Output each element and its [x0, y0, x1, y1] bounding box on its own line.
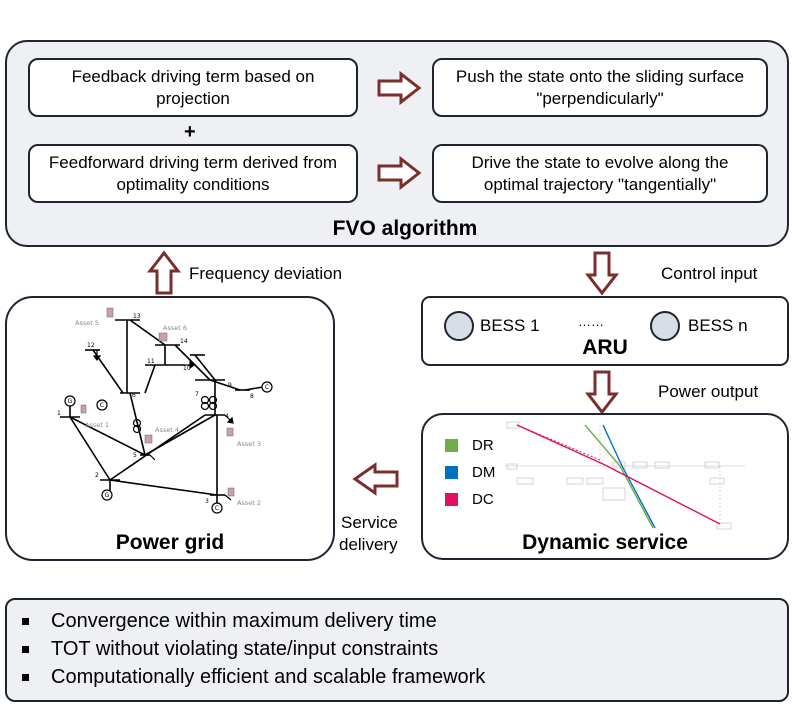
legend-dr: DR	[445, 437, 494, 454]
svg-text:2: 2	[95, 472, 99, 479]
aru-panel	[421, 296, 789, 366]
feedback-term-text: Feedback driving term based on projectio…	[71, 66, 315, 108]
svg-text:11: 11	[147, 358, 155, 365]
bullet-square-icon	[22, 617, 29, 625]
summary-bullet-2: TOT without violating state/input constr…	[22, 636, 438, 662]
bess-n-label: BESS n	[688, 316, 748, 335]
power-output-arrow-icon	[584, 370, 620, 415]
summary-bullet-3: Computationally efficient and scalable f…	[22, 664, 485, 690]
control-input-label: Control input	[661, 264, 758, 283]
svg-text:C: C	[265, 384, 269, 391]
legend-dm: DM	[445, 464, 495, 481]
asset-6-label: Asset 6	[163, 324, 187, 332]
power-grid-panel	[5, 296, 335, 561]
summary-bullet-1-text: Convergence within maximum delivery time	[51, 610, 437, 632]
bullet-square-icon	[22, 673, 29, 681]
push-state-box: Push the state onto the sliding surface …	[432, 58, 768, 117]
svg-text:G: G	[105, 492, 110, 499]
summary-panel	[5, 598, 789, 702]
bess-n-circle-icon	[650, 311, 680, 341]
svg-text:8: 8	[250, 393, 254, 400]
svg-text:13: 13	[133, 313, 141, 320]
svg-text:C: C	[100, 402, 104, 409]
asset-1-label: Asset 1	[85, 421, 109, 429]
feedback-term-box: Feedback driving term based on projectio…	[28, 58, 358, 117]
frequency-deviation-label: Frequency deviation	[189, 264, 343, 283]
svg-text:6: 6	[132, 392, 136, 399]
feedforward-term-text: Feedforward driving term derived from op…	[48, 152, 338, 194]
control-input-arrow-icon	[584, 251, 620, 296]
summary-bullet-1: Convergence within maximum delivery time	[22, 608, 437, 634]
power-grid-title: Power grid	[115, 531, 225, 554]
svg-text:3: 3	[205, 498, 209, 505]
feedforward-term-box: Feedforward driving term derived from op…	[28, 144, 358, 203]
legend-dr-label: DR	[472, 437, 494, 454]
bess-1-circle-icon	[444, 311, 474, 341]
bess-dots: ……	[578, 314, 604, 329]
svg-text:10: 10	[183, 365, 191, 372]
asset-2-label: Asset 2	[237, 499, 261, 507]
svg-text:G: G	[68, 398, 73, 405]
summary-bullet-3-text: Computationally efficient and scalable f…	[51, 666, 486, 688]
dynamic-service-chart	[505, 421, 745, 530]
aru-title: ARU	[582, 336, 628, 359]
svg-text:9: 9	[228, 382, 232, 389]
feedforward-to-drive-arrow-icon	[377, 155, 422, 191]
service-delivery-arrow-icon	[352, 462, 399, 496]
drive-state-text: Drive the state to evolve along the opti…	[471, 152, 729, 194]
power-output-label: Power output	[658, 382, 759, 401]
asset-4-label: Asset 4	[155, 426, 179, 434]
svg-text:1: 1	[57, 410, 61, 417]
legend-dc: DC	[445, 491, 494, 508]
service-delivery-label-2: delivery	[339, 535, 398, 554]
dr-swatch-icon	[445, 439, 458, 452]
dm-swatch-icon	[445, 466, 458, 479]
frequency-deviation-arrow-icon	[146, 250, 182, 295]
legend-dm-label: DM	[472, 464, 496, 481]
svg-text:C: C	[215, 505, 219, 512]
asset-5-label: Asset 5	[75, 319, 99, 327]
legend-dc-label: DC	[472, 491, 494, 508]
feedback-to-push-arrow-icon	[377, 70, 422, 106]
asset-3-label: Asset 3	[237, 440, 261, 448]
fvo-title: FVO algorithm	[332, 217, 478, 240]
dynamic-service-title: Dynamic service	[522, 531, 688, 554]
bullet-square-icon	[22, 645, 29, 653]
dynamic-service-panel	[421, 413, 789, 560]
power-grid-diagram: G G C C C 13 12 14 11 10 6 7 9 8 1 5 4 2 3 Asset 5 A…	[57, 307, 273, 514]
svg-text:14: 14	[180, 338, 188, 345]
dc-swatch-icon	[445, 493, 458, 506]
service-delivery-label-1: Service	[341, 513, 398, 532]
drive-state-box: Drive the state to evolve along the opti…	[432, 144, 768, 203]
plus-sign: +	[184, 121, 196, 143]
push-state-text: Push the state onto the sliding surface …	[455, 66, 745, 108]
svg-text:5: 5	[133, 452, 137, 459]
svg-text:7: 7	[195, 391, 199, 398]
bess-1-label: BESS 1	[480, 316, 540, 335]
svg-text:4: 4	[225, 413, 229, 420]
svg-text:12: 12	[87, 342, 95, 349]
summary-bullet-2-text: TOT without violating state/input constr…	[51, 638, 439, 660]
